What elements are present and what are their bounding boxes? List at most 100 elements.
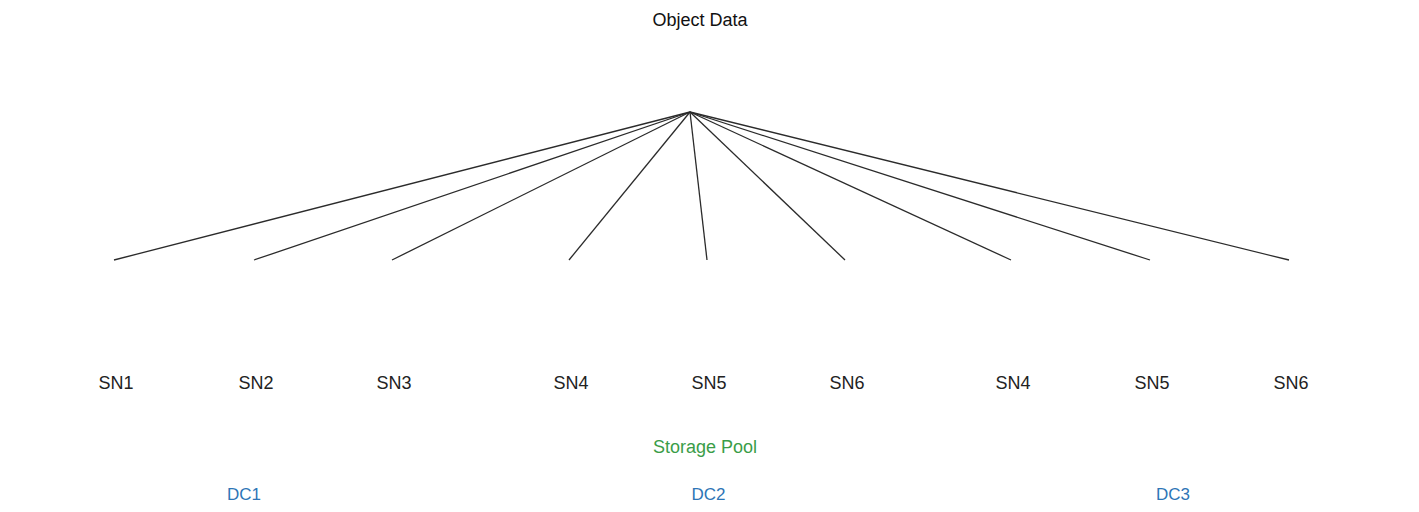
cube-top-face [87,334,95,336]
cube-top-face [1143,258,1162,263]
cube-top-face [74,334,82,336]
cube-side-face [121,258,126,277]
cube-side-face [1018,258,1023,277]
pool-label: Storage Pool [32,437,1378,457]
chunk-cube [113,334,121,342]
cube-side-face [399,258,404,277]
cube-front-face [87,336,93,342]
cylinder-top [645,197,773,229]
cylinder-top [1227,197,1355,229]
chunk-cube [87,334,95,342]
storage-node-cylinder: SN3 [328,195,460,410]
cube-front-face [107,263,121,277]
node-label: SN5 [643,373,775,393]
datacenter-box: SN4SN5SN6DC3 [937,138,1409,468]
cube-top-face [385,258,404,263]
chunk-line [103,277,114,335]
node-label: SN1 [50,373,182,393]
cube-front-face [838,263,852,277]
node-label: SN6 [1225,373,1357,393]
cube-front-face [126,336,132,342]
connector-line [690,112,1289,260]
chunk-line [77,277,114,335]
cube-front-face [74,336,80,342]
cube-front-face [139,336,145,342]
fragment-cube [247,258,266,277]
fragment-cube [107,258,126,277]
cube-front-face [100,336,106,342]
datacenter-outline [9,139,479,467]
cube-front-face [113,336,119,342]
cube-front-face [247,263,261,277]
chunk-line [114,277,142,335]
node-label: SN6 [781,373,913,393]
chunk-cube [126,334,134,342]
cube-front-face [678,58,732,112]
chunk-cube [165,334,173,342]
cube-front-face [165,336,171,342]
node-label: SN5 [1086,373,1218,393]
cube-top-face [61,334,69,336]
fragment-cube [562,258,581,277]
storage-node-cylinder: SN2 [190,195,322,410]
connector-line [114,112,690,260]
connector-line [690,112,707,260]
chunk-line [114,277,155,335]
fragment-cube [838,258,857,277]
cube-top-face [247,258,266,263]
cube-front-face [61,336,67,342]
storage-node-cylinder: SN6 [781,195,913,410]
node-label: SN4 [505,373,637,393]
storage-node-cylinder: SN4 [947,195,1079,410]
node-shape [937,138,1409,468]
cube-top-face [678,44,746,58]
cube-side-face [106,334,108,342]
cube-top-face [107,258,126,263]
node-label: SN4 [947,373,1079,393]
datacenter-box: SN4SN5SN6DC2 [487,138,930,468]
storage-node-cylinder: SN6 [1225,195,1357,410]
cube-side-face [67,334,69,342]
cube-top-face [165,334,173,336]
cube-top-face [126,334,134,336]
cube-front-face [1143,263,1157,277]
cube-top-face [100,334,108,336]
chunk-line [114,277,129,335]
connector-line [254,112,690,260]
cube-side-face [1157,258,1162,277]
datacenter-label: DC3 [937,485,1409,505]
cube-front-face [700,263,714,277]
cube-top-face [838,258,857,263]
chunk-cube [74,334,82,342]
cube-top-face [562,258,581,263]
cube-side-face [171,334,173,342]
cube-front-face [385,263,399,277]
cube-front-face [1282,263,1296,277]
chunk-cube [152,334,160,342]
cube-side-face [145,334,147,342]
fragment-cube [1004,258,1023,277]
cube-side-face [132,334,134,342]
fragment-cube [700,258,719,277]
storage-node-cylinder: SN4 [505,195,637,410]
node-shape [487,138,930,468]
cube-side-face [80,334,82,342]
cube-top-face [1004,258,1023,263]
cube-top-face [1282,258,1301,263]
cube-front-face [152,336,158,342]
storage-node-cylinder: SN1 [50,195,182,410]
connector-line [392,112,690,260]
connector-line [690,112,1011,260]
chunk-fanout [61,277,173,342]
cube-side-face [576,258,581,277]
object-cube [678,44,746,112]
cube-side-face [714,258,719,277]
datacenter-outline [488,139,929,467]
storage-node-cylinder: SN5 [1086,195,1218,410]
cylinder-top [52,197,180,229]
storage-node-cylinder: SN5 [643,195,775,410]
